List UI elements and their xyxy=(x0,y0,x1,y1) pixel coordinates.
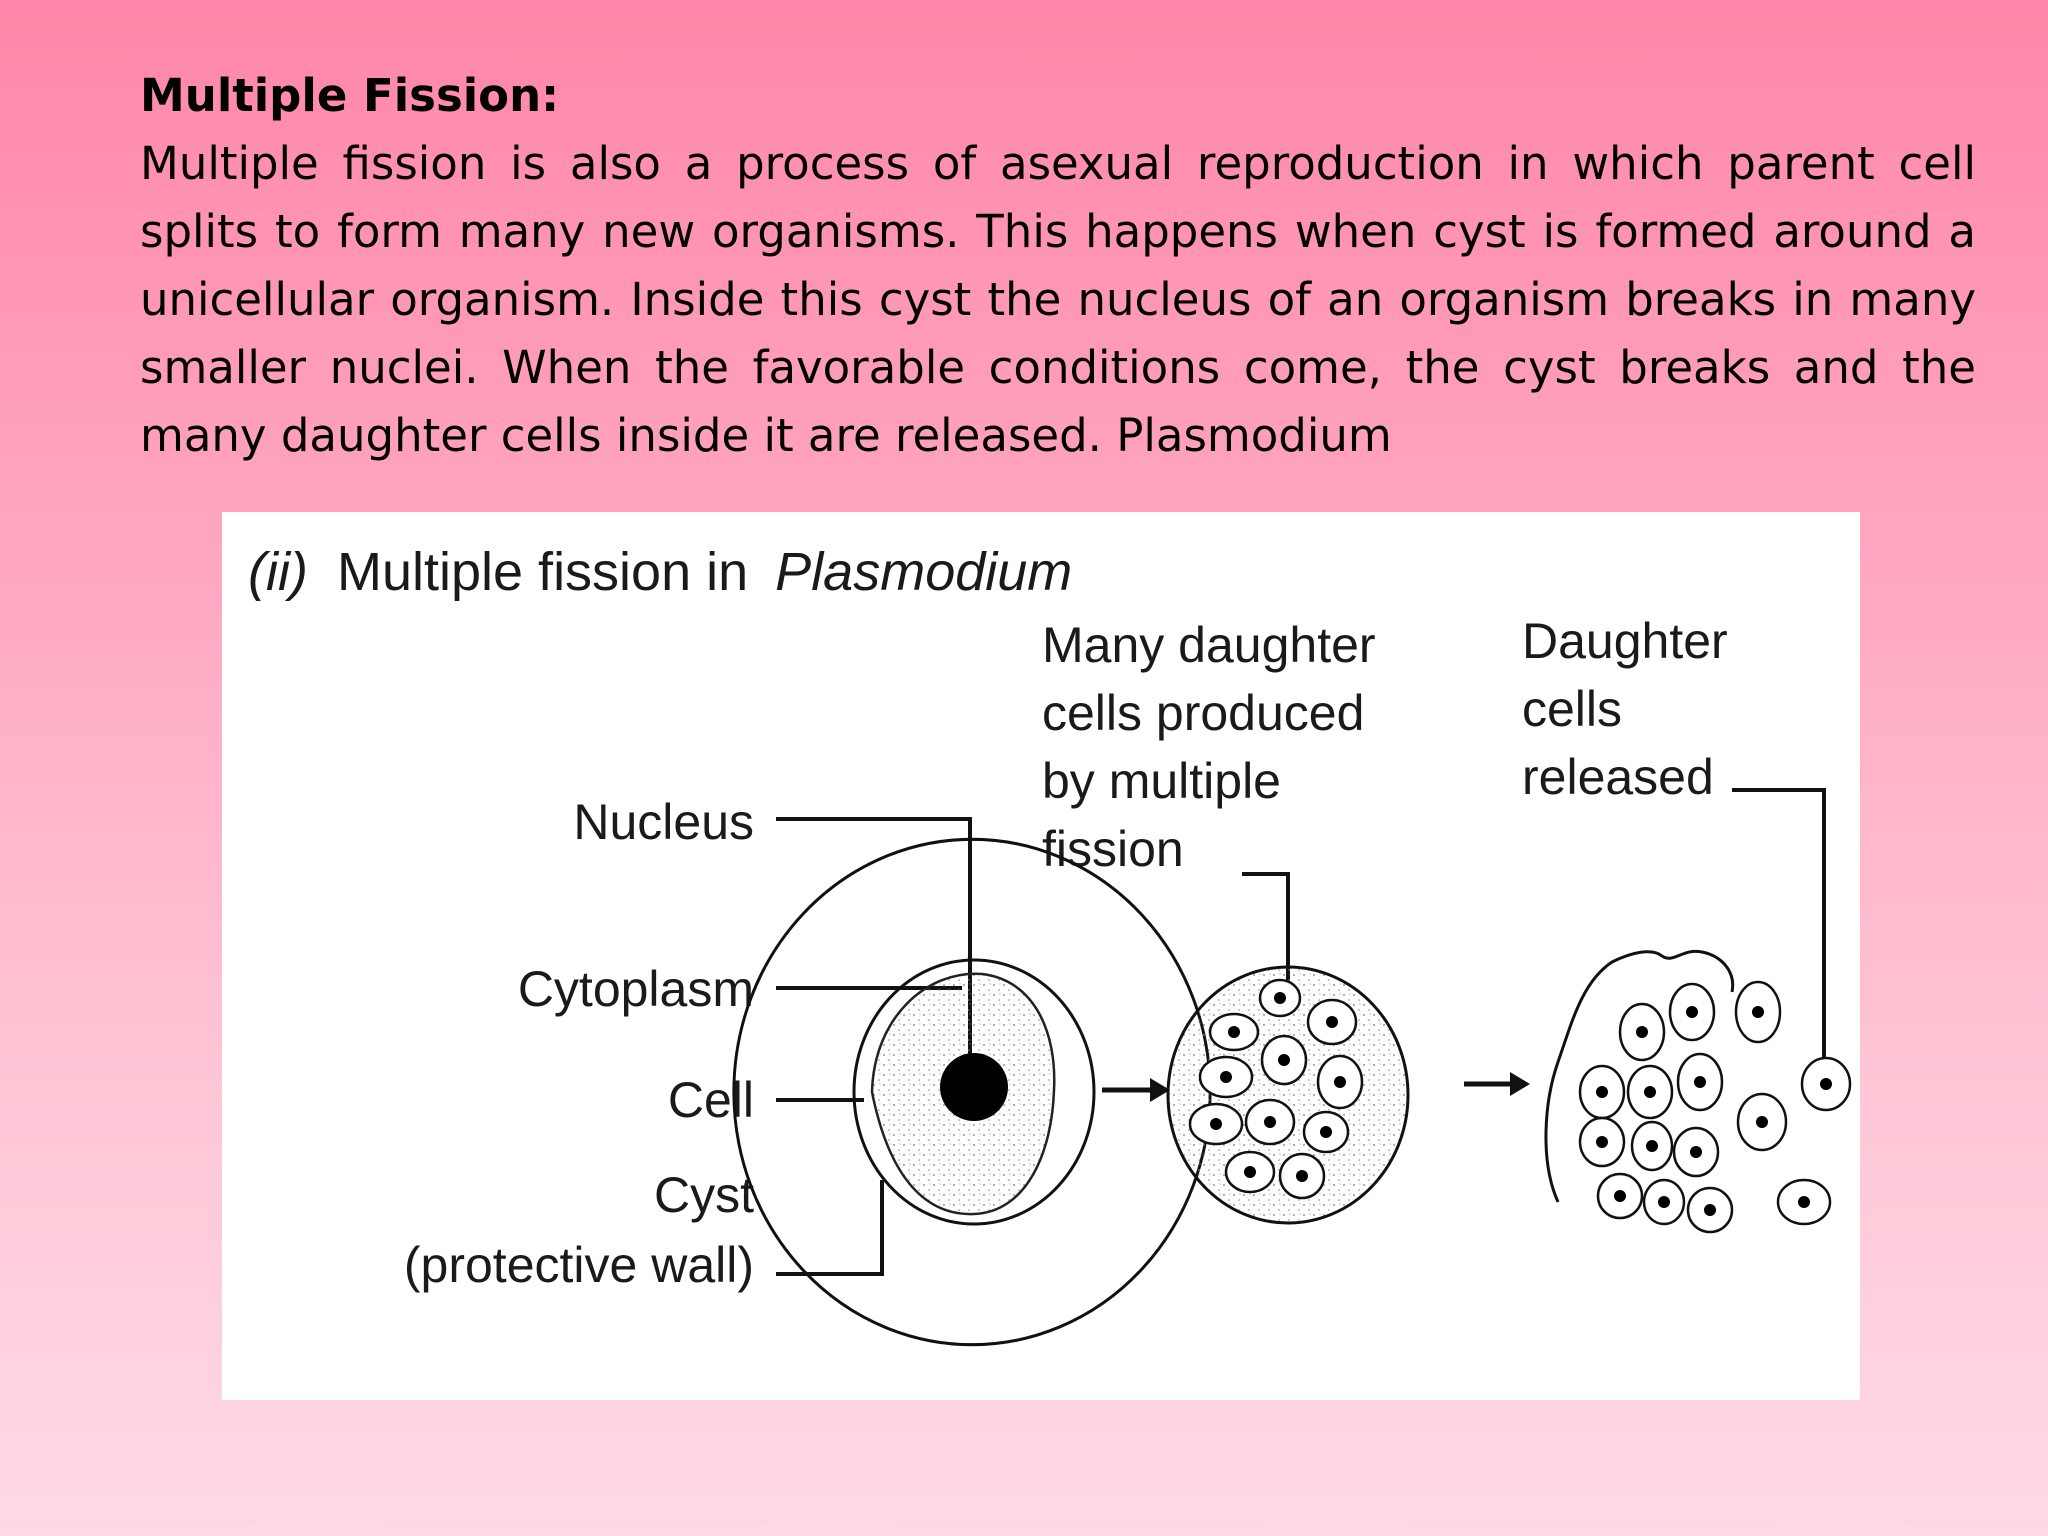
label-cytoplasm: Cytoplasm xyxy=(518,961,754,1017)
label-cyst-note: (protective wall) xyxy=(404,1237,754,1293)
nucleus-icon xyxy=(940,1053,1008,1121)
label-many-daughter-3: by multiple xyxy=(1042,753,1281,809)
label-daughter-3: released xyxy=(1522,749,1714,805)
multiple-fission-figure: (ii) Multiple fission in Plasmodium Nucl… xyxy=(222,512,1860,1400)
released-nuclei xyxy=(1596,1006,1832,1216)
cyst-wall xyxy=(852,958,1096,1226)
stage-daughter-cells xyxy=(1166,965,1410,1225)
slide-paragraph: Multiple fission is also a process of as… xyxy=(140,137,1976,462)
slide-text: Multiple Fission: Multiple fission is al… xyxy=(140,62,1976,470)
figure-title-prefix: (ii) xyxy=(248,542,308,602)
figure-title-italic: Plasmodium xyxy=(775,542,1072,602)
label-daughter-2: cells xyxy=(1522,681,1622,737)
label-many-daughter-2: cells produced xyxy=(1042,685,1364,741)
fission-diagram: (ii) Multiple fission in Plasmodium Nucl… xyxy=(248,542,1852,1347)
label-daughter-1: Daughter xyxy=(1522,613,1728,669)
slide-heading: Multiple Fission: xyxy=(140,69,560,122)
arrow-right-icon xyxy=(1102,1078,1170,1102)
daughter-nuclei xyxy=(1210,992,1346,1182)
stage-cyst-cell xyxy=(732,837,1212,1347)
arrow-right-icon xyxy=(1464,1072,1530,1096)
stage-released-cells xyxy=(1544,949,1852,1234)
ruptured-cyst-wall xyxy=(1544,949,1735,1203)
leader-daughter xyxy=(1732,788,1826,1080)
label-cell: Cell xyxy=(668,1072,754,1128)
label-many-daughter-4: fission xyxy=(1042,821,1184,877)
label-nucleus: Nucleus xyxy=(573,794,754,850)
figure-title-main: Multiple fission in xyxy=(337,542,748,602)
figure-title: (ii) Multiple fission in Plasmodium xyxy=(248,542,1072,602)
label-cyst: Cyst xyxy=(654,1167,754,1223)
leader-many-daughter xyxy=(1242,872,1290,992)
leader-cyst xyxy=(776,1180,884,1276)
label-many-daughter-1: Many daughter xyxy=(1042,617,1376,673)
